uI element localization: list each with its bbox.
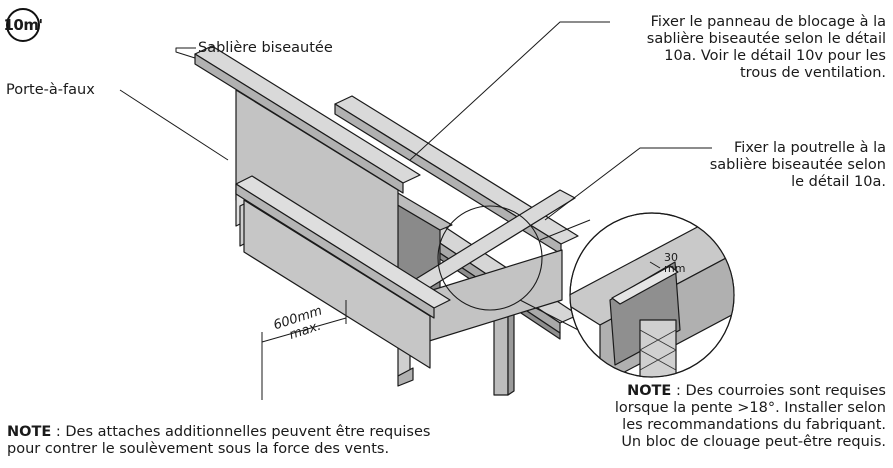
note-right-label: NOTE — [627, 383, 672, 399]
note-right-line-3: les recommandations du fabriquant. — [622, 417, 886, 433]
detail-badge: 10m' — [3, 8, 43, 42]
note-right: NOTE : Des courroies sont requises lorsq… — [566, 383, 886, 451]
callout-blocking-line-2: sablière biseautée selon le détail — [646, 31, 886, 47]
note-left: NOTE : Des attaches additionnelles peuve… — [7, 424, 487, 458]
label-porte-a-faux: Porte-à-faux — [6, 82, 95, 98]
note-right-line-4: Un bloc de clouage peut-être requis. — [621, 434, 886, 450]
callout-joist-line-3: le détail 10a. — [791, 174, 886, 190]
callout-blocking-line-1: Fixer le panneau de blocage à la — [650, 14, 886, 30]
note-left-label: NOTE — [7, 424, 52, 440]
note-right-line-2: lorsque la pente >18°. Installer selon — [614, 400, 886, 416]
label-sabliere: Sablière biseautée — [198, 40, 333, 56]
callout-joist-line-1: Fixer la poutrelle à la — [734, 140, 886, 156]
note-right-line-1: : Des courroies sont requises — [671, 383, 886, 399]
dim-detail-value: 30 — [664, 251, 678, 264]
detail-reference-circle — [437, 205, 543, 311]
note-left-line-2: pour contrer le soulèvement sous la forc… — [7, 441, 390, 457]
spacing-dim-line — [261, 317, 347, 343]
callout-blocking-line-3: 10a. Voir le détail 10v pour les — [664, 48, 886, 64]
callout-joist: Fixer la poutrelle à la sablière biseaut… — [696, 140, 886, 191]
cantilever-joist-web — [243, 199, 431, 369]
leader-sabliere — [175, 47, 196, 59]
leader-joist — [544, 147, 712, 221]
dim-detail-unit: mm — [664, 262, 686, 275]
callout-blocking-line-4: trous de ventilation. — [740, 65, 886, 81]
callout-blocking: Fixer le panneau de blocage à la sablièr… — [586, 14, 886, 82]
leader-porte-a-faux — [119, 89, 229, 161]
leader-blocking — [409, 21, 610, 161]
dim-detail: 30 mm — [664, 252, 685, 274]
detail-number: 10m' — [3, 16, 43, 34]
callout-joist-line-2: sablière biseautée selon — [709, 157, 886, 173]
note-left-line-1: : Des attaches additionnelles peuvent êt… — [51, 424, 431, 440]
